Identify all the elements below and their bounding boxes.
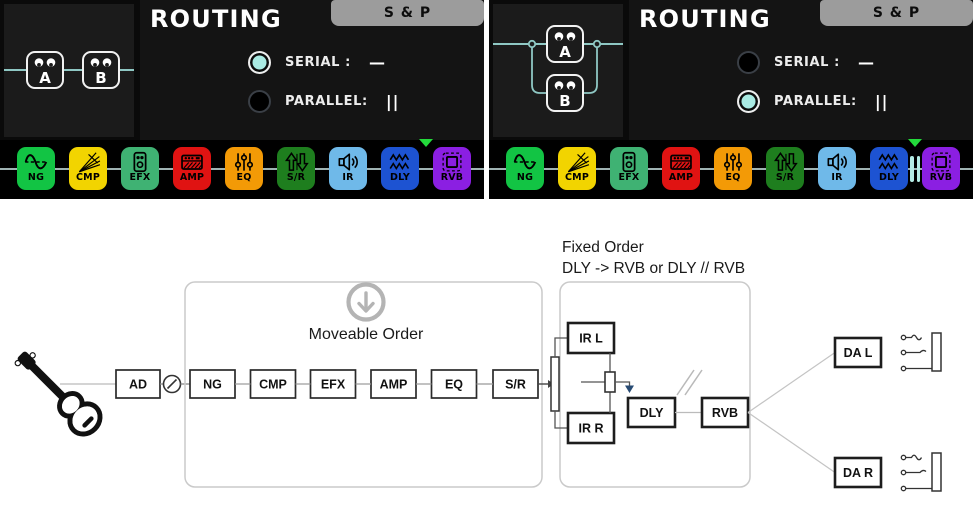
output-jack-left-icon — [900, 332, 942, 372]
fx-slot-rvb[interactable]: RVB — [922, 147, 960, 190]
moveable-order-label: Moveable Order — [309, 326, 424, 343]
svg-text:IR R: IR R — [579, 422, 604, 436]
page-title: ROUTING — [150, 5, 282, 33]
radio-parallel-button[interactable] — [737, 89, 760, 113]
routing-settings: ROUTING S & P SERIAL : — PARALLEL: || — [140, 0, 484, 140]
effects-chain-bar: NG CMP EFX AMP EQ S/R IR DLY RVB — [0, 139, 484, 199]
fx-slot-sr[interactable]: S/R — [766, 147, 804, 190]
fx-slot-ir[interactable]: IR — [329, 147, 367, 190]
position-marker-triangle-icon — [419, 139, 433, 147]
svg-text:IR L: IR L — [579, 332, 603, 346]
page-title: ROUTING — [639, 5, 771, 33]
radio-serial[interactable]: SERIAL : — — [248, 50, 386, 74]
ab-routing-preview-serial: A B — [4, 4, 134, 137]
parallel-symbol: || — [385, 91, 400, 111]
svg-text:S/R: S/R — [505, 378, 526, 392]
svg-text:RVB: RVB — [712, 406, 738, 420]
output-jack-right-icon — [900, 452, 942, 492]
fx-slot-sr[interactable]: S/R — [277, 147, 315, 190]
parallel-slash-marks — [676, 369, 703, 396]
svg-text:CMP: CMP — [259, 378, 287, 392]
down-arrowhead — [625, 385, 634, 393]
svg-text:AMP: AMP — [380, 378, 408, 392]
block-b: B — [82, 51, 120, 89]
routing-panel-parallel: A B ROUTING S & P SERIAL : — — [489, 0, 973, 199]
ab-routing-preview-parallel: A B — [493, 4, 623, 137]
ad-converter-box: AD — [115, 369, 161, 399]
guitar-icon — [14, 351, 103, 437]
parallel-bars-indicator — [910, 156, 920, 182]
serial-symbol: — — [368, 52, 386, 72]
radio-serial-button[interactable] — [737, 50, 760, 74]
branch-node — [592, 39, 602, 49]
fx-slot-cmp[interactable]: CMP — [69, 147, 107, 190]
block-a: A — [546, 25, 584, 63]
fx-slot-rvb[interactable]: RVB — [433, 147, 471, 190]
fx-slot-amp[interactable]: AMP — [662, 147, 700, 190]
da-right-box: DA R — [833, 456, 883, 489]
fx-slot-dly[interactable]: DLY — [381, 147, 419, 190]
stereo-splitter-bus — [550, 356, 560, 412]
fx-slot-efx[interactable]: EFX — [121, 147, 159, 190]
svg-text:B: B — [95, 69, 106, 87]
fx-slot-eq[interactable]: EQ — [225, 147, 263, 190]
svg-text:EFX: EFX — [321, 378, 346, 392]
dly-box: DLY — [626, 396, 677, 429]
fx-slot-ng[interactable]: NG — [17, 147, 55, 190]
gain-gauge-icon — [162, 374, 182, 394]
serial-routing-graphic: A B — [4, 51, 134, 89]
routing-settings: ROUTING S & P SERIAL : — PARALLEL: || — [629, 0, 973, 140]
fx-slot-ir[interactable]: IR — [818, 147, 856, 190]
svg-text:NG: NG — [203, 378, 222, 392]
svg-text:A: A — [39, 69, 51, 87]
radio-serial[interactable]: SERIAL : — — [737, 50, 875, 74]
radio-parallel[interactable]: PARALLEL: || — [248, 89, 400, 113]
branch-node — [527, 39, 537, 49]
fx-slot-amp[interactable]: AMP — [173, 147, 211, 190]
svg-text:AD: AD — [129, 378, 147, 392]
svg-text:B: B — [559, 92, 570, 110]
fx-slot-eq[interactable]: EQ — [714, 147, 752, 190]
svg-text:A: A — [559, 43, 571, 61]
svg-text:DA L: DA L — [844, 346, 873, 360]
tab-s-and-p[interactable]: S & P — [331, 0, 484, 26]
rvb-box: RVB — [700, 396, 750, 429]
position-marker-triangle-icon — [908, 139, 922, 147]
radio-parallel-button[interactable] — [248, 89, 271, 113]
svg-text:EQ: EQ — [445, 378, 463, 392]
mixdown-fader — [604, 371, 616, 393]
block-a: A — [26, 51, 64, 89]
serial-symbol: — — [857, 52, 875, 72]
parallel-symbol: || — [874, 91, 889, 111]
routing-panel-serial: A B ROUTING S & P SERIAL : — PARALLEL: — [0, 0, 484, 199]
parallel-routing-graphic: A B — [493, 25, 623, 112]
radio-parallel[interactable]: PARALLEL: || — [737, 89, 889, 113]
ir-left-box: IR L — [566, 321, 616, 355]
tab-s-and-p[interactable]: S & P — [820, 0, 973, 26]
fixed-order-container — [559, 281, 751, 488]
fixed-order-label-line2: DLY -> RVB or DLY // RVB — [562, 260, 745, 277]
fixed-order-label-line1: Fixed Order — [562, 239, 644, 256]
signal-flow-diagram: AD Moveable Order NG CMP EFX AMP EQ — [14, 239, 942, 492]
radio-serial-button[interactable] — [248, 50, 271, 74]
fx-slot-cmp[interactable]: CMP — [558, 147, 596, 190]
svg-text:DLY: DLY — [640, 406, 665, 420]
move-down-circle-icon — [346, 282, 386, 322]
fx-slot-ng[interactable]: NG — [506, 147, 544, 190]
block-b: B — [546, 74, 584, 112]
da-left-box: DA L — [833, 336, 883, 369]
fx-slot-efx[interactable]: EFX — [610, 147, 648, 190]
fx-slot-dly[interactable]: DLY — [870, 147, 908, 190]
svg-text:DA R: DA R — [843, 466, 873, 480]
ir-right-box: IR R — [566, 411, 616, 445]
effects-chain-bar: NG CMP EFX AMP EQ S/R IR DLY RVB — [489, 139, 973, 199]
